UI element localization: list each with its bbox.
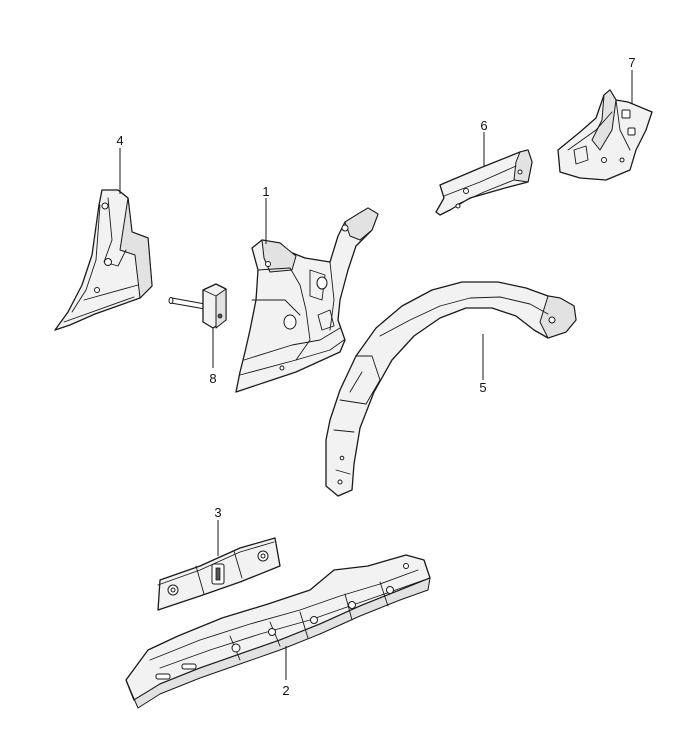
callout-4: 4 xyxy=(116,133,123,148)
part-7-corner-bracket xyxy=(557,89,653,181)
part-5-wheel-arch xyxy=(325,281,577,497)
part-3-reinforcement-plate xyxy=(157,537,281,611)
part-4-quarter-inner-panel xyxy=(54,189,153,331)
part-1-pillar-inner-structure xyxy=(235,207,379,393)
part-8-pin-bracket xyxy=(168,283,227,329)
part-2-side-sill xyxy=(125,554,431,709)
callout-2: 2 xyxy=(282,683,289,698)
callout-3: 3 xyxy=(214,505,221,520)
callout-5: 5 xyxy=(479,380,486,395)
callout-8: 8 xyxy=(209,371,216,386)
callout-6: 6 xyxy=(480,118,487,133)
callout-1: 1 xyxy=(262,184,269,199)
part-6-channel-bracket xyxy=(435,149,533,216)
callout-7: 7 xyxy=(628,55,635,70)
